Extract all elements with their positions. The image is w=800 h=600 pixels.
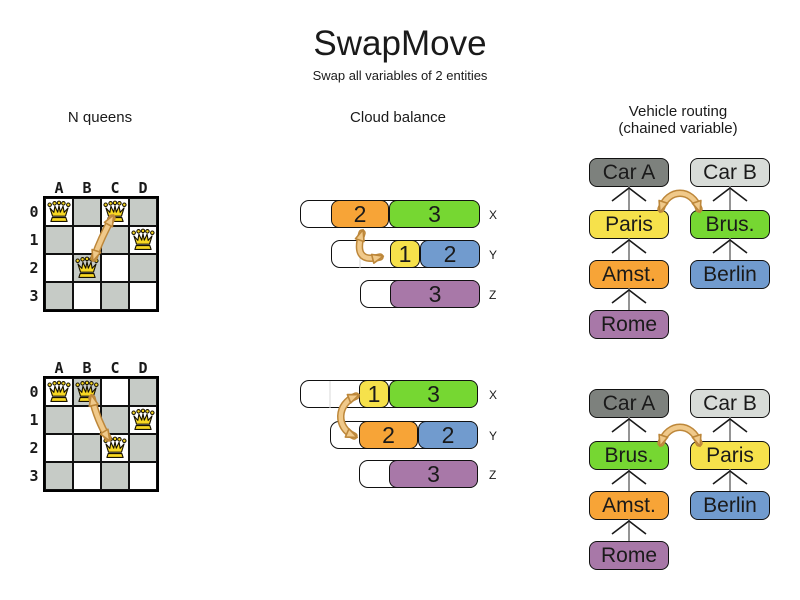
row-label: Y xyxy=(489,429,498,443)
visit-box: Paris xyxy=(690,441,770,470)
queen-icon xyxy=(47,200,71,222)
visit-box: Paris xyxy=(589,210,669,239)
board-square xyxy=(45,254,73,282)
board-square xyxy=(101,378,129,406)
queen-icon xyxy=(131,228,155,250)
board-square xyxy=(45,462,73,490)
chain-arrowhead-icon xyxy=(712,417,748,433)
board-square xyxy=(101,282,129,310)
board-column-label: B xyxy=(82,359,92,377)
process-block-green: 3 xyxy=(389,200,480,228)
visit-box: Rome xyxy=(589,541,669,570)
page-title: SwapMove xyxy=(313,24,487,63)
board-column-label: A xyxy=(54,179,64,197)
chain-arrowhead-icon xyxy=(611,288,647,304)
board-column-label: C xyxy=(110,359,120,377)
visit-box: Brus. xyxy=(690,210,770,239)
board-column-label: B xyxy=(82,179,92,197)
process-block-green: 3 xyxy=(389,380,478,408)
chain-arrowhead-icon xyxy=(611,469,647,485)
process-block-orange: 2 xyxy=(359,421,418,449)
visit-box: Rome xyxy=(589,310,669,339)
vehicle-anchor-box: Car A xyxy=(589,158,669,187)
chain-arrowhead-icon xyxy=(611,519,647,535)
board-row-label: 1 xyxy=(29,411,39,429)
row-label: Z xyxy=(489,288,497,302)
queen-icon xyxy=(75,380,99,402)
vehicle-header-line1: Vehicle routing xyxy=(628,103,728,120)
row-label: Y xyxy=(489,248,498,262)
board-square xyxy=(129,434,157,462)
vehicle-anchor-box: Car A xyxy=(589,389,669,418)
chain-arrowhead-icon xyxy=(712,469,748,485)
board-square xyxy=(73,462,101,490)
section-header-cloud: Cloud balance xyxy=(350,109,446,126)
visit-box: Amst. xyxy=(589,260,669,289)
board-row-label: 3 xyxy=(29,287,39,305)
row-label: X xyxy=(489,208,498,222)
process-block-purple: 3 xyxy=(389,460,478,488)
vehicle-anchor-box: Car B xyxy=(690,158,770,187)
vehicle-anchor-box: Car B xyxy=(690,389,770,418)
vehicle-header-line2: (chained variable) xyxy=(618,120,738,137)
queen-icon xyxy=(75,256,99,278)
page-subtitle: Swap all variables of 2 entities xyxy=(312,68,488,83)
board-row-label: 1 xyxy=(29,231,39,249)
board-square xyxy=(45,434,73,462)
board-row-label: 2 xyxy=(29,439,39,457)
queen-icon xyxy=(103,200,127,222)
row-label: Z xyxy=(489,468,497,482)
board-row-label: 0 xyxy=(29,203,39,221)
board-row-label: 2 xyxy=(29,259,39,277)
chain-arrowhead-icon xyxy=(611,186,647,202)
swap-arrow-vehicle-after xyxy=(657,423,703,448)
swap-arrow-vehicle-before xyxy=(657,189,703,214)
board-row-label: 3 xyxy=(29,467,39,485)
board-square xyxy=(129,378,157,406)
chain-arrowhead-icon xyxy=(611,238,647,254)
board-border xyxy=(43,376,159,492)
visit-box: Amst. xyxy=(589,491,669,520)
board-square xyxy=(129,462,157,490)
visit-box: Berlin xyxy=(690,491,770,520)
section-header-vehicle: Vehicle routing (chained variable) xyxy=(588,103,768,137)
board-square xyxy=(129,254,157,282)
board-column-label: A xyxy=(54,359,64,377)
board-square xyxy=(129,198,157,226)
section-header-nqueens: N queens xyxy=(67,109,133,126)
board-square xyxy=(45,282,73,310)
process-block-purple: 3 xyxy=(390,280,480,308)
board-row-label: 0 xyxy=(29,383,39,401)
queen-icon xyxy=(131,408,155,430)
queen-icon xyxy=(47,380,71,402)
process-block-blue: 2 xyxy=(420,240,480,268)
process-block-yellow: 1 xyxy=(390,240,420,268)
process-block-orange: 2 xyxy=(331,200,389,228)
chain-arrows xyxy=(611,186,748,541)
board-border xyxy=(43,196,159,312)
visit-box: Brus. xyxy=(589,441,669,470)
chain-arrowhead-icon xyxy=(712,238,748,254)
board-column-label: D xyxy=(138,179,148,197)
chain-arrowhead-icon xyxy=(611,417,647,433)
row-label: X xyxy=(489,388,498,402)
visit-box: Berlin xyxy=(690,260,770,289)
board-square xyxy=(73,282,101,310)
board-column-label: D xyxy=(138,359,148,377)
board-square xyxy=(45,406,73,434)
board-square xyxy=(45,226,73,254)
chain-arrowhead-icon xyxy=(712,186,748,202)
process-block-yellow: 1 xyxy=(359,380,389,408)
board-square xyxy=(101,462,129,490)
process-block-blue: 2 xyxy=(418,421,478,449)
board-column-label: C xyxy=(110,179,120,197)
board-square xyxy=(129,282,157,310)
queen-icon xyxy=(103,436,127,458)
